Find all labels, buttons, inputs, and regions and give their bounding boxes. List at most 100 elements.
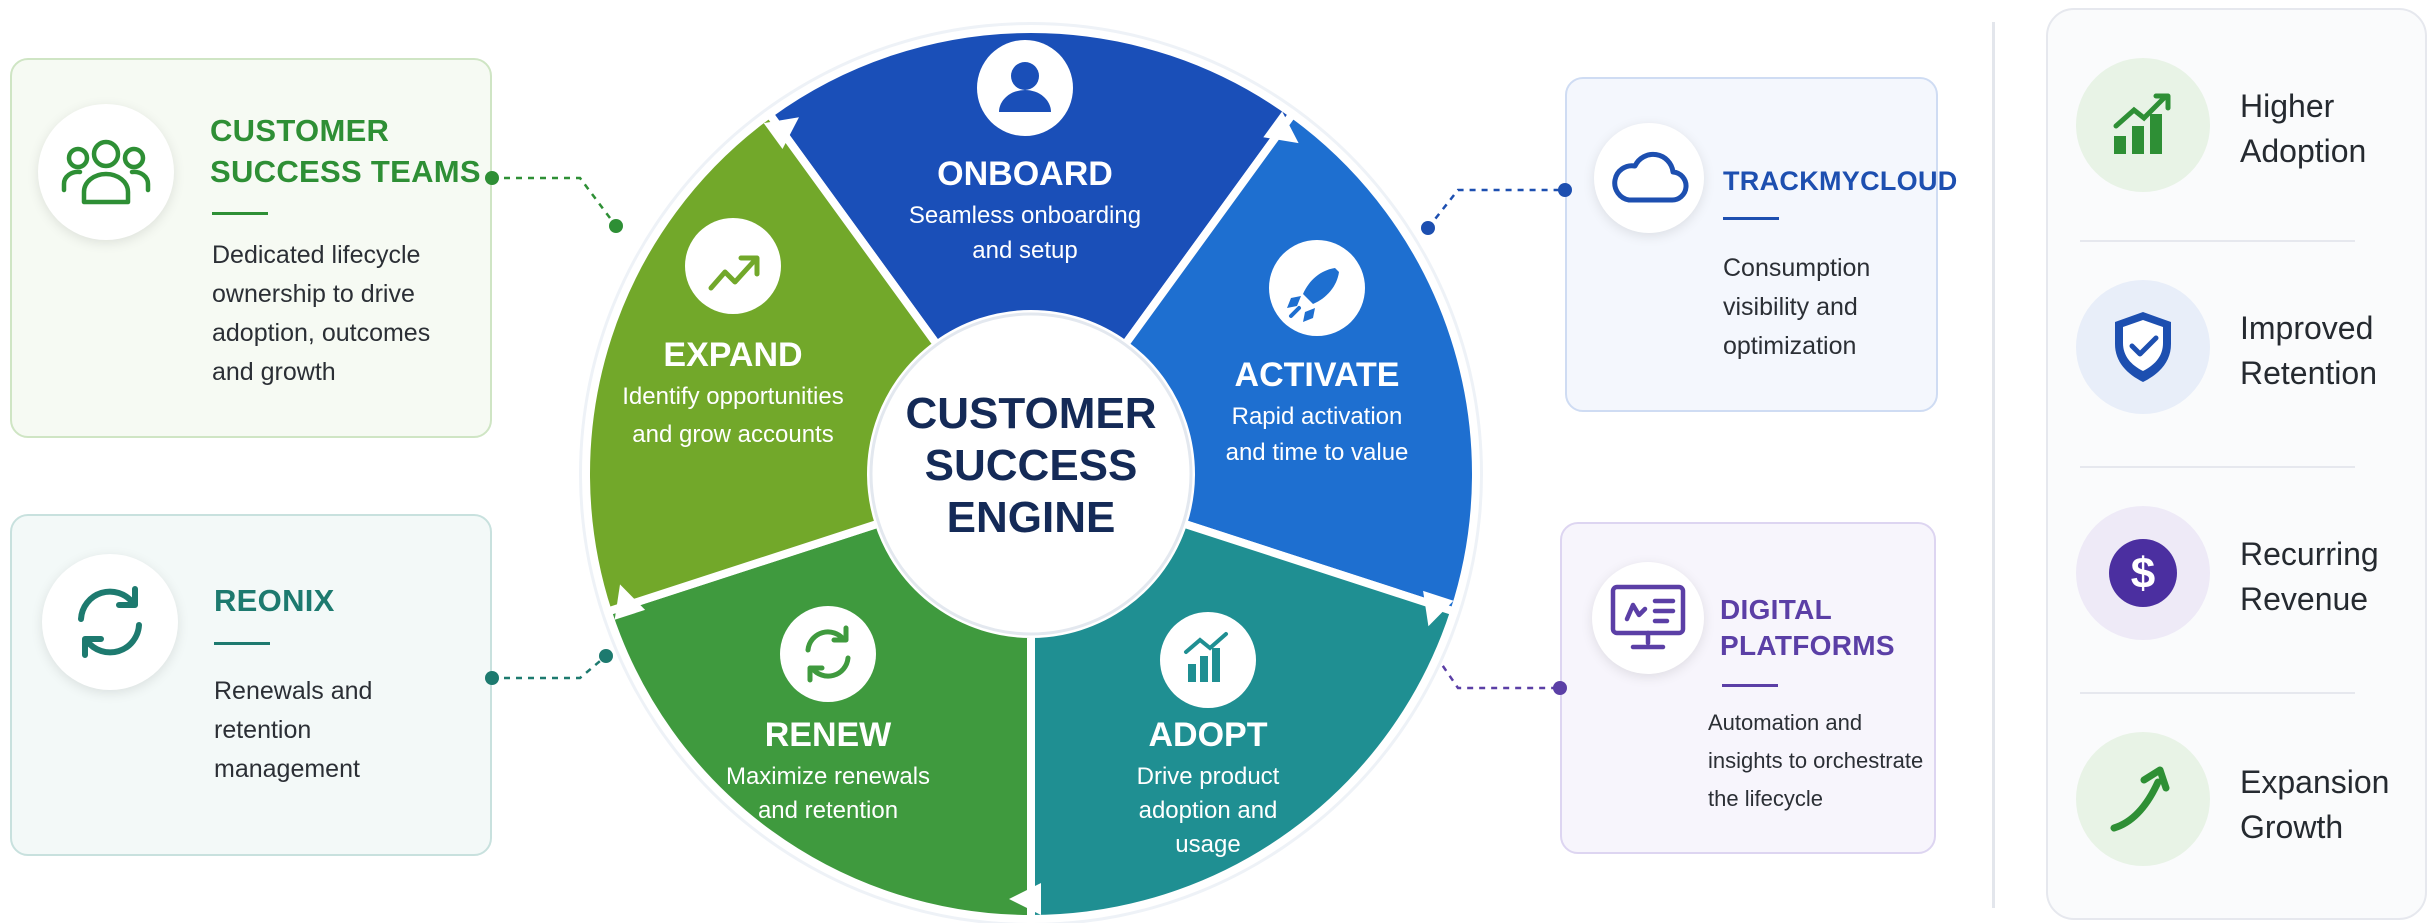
- connector-line: [1427, 188, 1565, 229]
- stage-title: ACTIVATE: [1235, 356, 1400, 394]
- card-desc-line: adoption, outcomes: [212, 319, 431, 347]
- stage-icon-bg: [685, 218, 781, 314]
- card-desc-line: Consumption: [1723, 254, 1871, 282]
- bar-growth-icon: [2076, 58, 2210, 192]
- benefit-label-line: Recurring: [2240, 536, 2379, 572]
- card-title-line: CUSTOMER: [210, 113, 390, 148]
- stage-desc: Identify opportunities: [622, 383, 843, 410]
- stage-desc: Rapid activation: [1232, 403, 1403, 430]
- card-description: Dedicated lifecycle ownership to drive a…: [212, 236, 430, 392]
- stage-desc: and grow accounts: [632, 421, 833, 448]
- card-divider: [212, 212, 268, 215]
- connector-line: [1434, 655, 1560, 690]
- flow-arrow: [1423, 590, 1454, 627]
- card-description: Renewals and retention management: [214, 672, 372, 789]
- benefit-expansion-growth: Expansion Growth: [2046, 704, 2427, 904]
- customer-success-teams-card: CUSTOMER SUCCESS TEAMS Dedicated lifecyc…: [10, 58, 492, 438]
- card-divider: [214, 642, 270, 645]
- hub-title-line: ENGINE: [947, 493, 1116, 542]
- stage-desc: Maximize renewals: [726, 763, 930, 790]
- trackmycloud-card: TRACKMYCLOUD Consumption visibility and …: [1565, 77, 1957, 412]
- hub-title-line: SUCCESS: [925, 441, 1138, 490]
- flow-arrow: [614, 584, 646, 620]
- refresh-icon: [805, 625, 851, 683]
- benefit-label: Improved Retention: [2240, 306, 2377, 396]
- dollar-icon: $: [2076, 506, 2210, 640]
- card-title: TRACKMYCLOUD: [1723, 166, 1958, 196]
- stage-onboard: ONBOARD Seamless onboarding and setup: [909, 40, 1141, 264]
- benefit-divider: [2080, 692, 2355, 694]
- benefit-label-line: Revenue: [2240, 581, 2369, 617]
- connector-dot: [1421, 221, 1435, 235]
- connector-line: [492, 176, 617, 227]
- connector-dot: [485, 671, 499, 685]
- benefit-label: Expansion Growth: [2240, 760, 2389, 850]
- benefit-label: Higher Adoption: [2240, 84, 2366, 174]
- team-icon: [38, 104, 174, 240]
- card-desc-line: and growth: [212, 358, 336, 386]
- stage-desc: and time to value: [1226, 439, 1409, 466]
- benefit-label-line: Retention: [2240, 355, 2377, 391]
- flow-arrow: [763, 117, 799, 149]
- card-desc-line: optimization: [1723, 332, 1857, 360]
- digital-platforms-card: DIGITAL PLATFORMS Automation and insight…: [1560, 522, 1936, 854]
- card-desc-line: Dedicated lifecycle: [212, 241, 421, 269]
- card-description: Automation and insights to orchestrate t…: [1708, 704, 1923, 818]
- user-icon: [999, 62, 1051, 112]
- stage-title: ADOPT: [1149, 716, 1268, 754]
- card-desc-line: ownership to drive: [212, 280, 415, 308]
- connector-dot: [609, 219, 623, 233]
- stage-desc: Drive product: [1137, 763, 1280, 790]
- card-divider: [1722, 684, 1778, 687]
- monitor-icon: [1592, 562, 1704, 674]
- stage-title: ONBOARD: [937, 155, 1113, 193]
- card-title-line: PLATFORMS: [1720, 630, 1895, 661]
- cloud-icon: [1594, 123, 1704, 233]
- vertical-divider: [1992, 22, 1995, 908]
- card-description: Consumption visibility and optimization: [1723, 249, 1870, 366]
- stage-activate: ACTIVATE Rapid activation and time to va…: [1226, 240, 1409, 466]
- trend-up-icon: [708, 255, 760, 291]
- card-title: REONIX: [214, 583, 335, 618]
- benefit-divider: [2080, 240, 2355, 242]
- card-desc-line: retention: [214, 716, 312, 744]
- benefit-higher-adoption: Higher Adoption: [2046, 34, 2427, 234]
- card-desc-line: Automation and: [1708, 710, 1863, 735]
- card-title-line: SUCCESS TEAMS: [210, 154, 481, 189]
- card-desc-line: visibility and: [1723, 293, 1858, 321]
- stage-desc: usage: [1175, 831, 1240, 858]
- bar-chart-icon: [1184, 632, 1228, 682]
- card-desc-line: the lifecycle: [1708, 786, 1823, 811]
- benefit-recurring-revenue: $ Recurring Revenue: [2046, 482, 2427, 682]
- card-desc-line: insights to orchestrate: [1708, 748, 1924, 773]
- stage-expand: EXPAND Identify opportunities and grow a…: [622, 218, 844, 448]
- stage-title: RENEW: [765, 716, 892, 754]
- flow-arrow: [1263, 111, 1299, 144]
- connector-line: [492, 655, 607, 680]
- svg-text:$: $: [2131, 549, 2155, 598]
- reonix-card: REONIX Renewals and retention management: [10, 514, 492, 856]
- stage-renew: RENEW Maximize renewals and retention: [726, 606, 930, 824]
- stage-title: EXPAND: [663, 336, 802, 374]
- benefit-label-line: Higher: [2240, 88, 2335, 124]
- benefit-improved-retention: Improved Retention: [2046, 256, 2427, 456]
- benefit-label-line: Improved: [2240, 310, 2374, 346]
- connector-dot: [599, 649, 613, 663]
- hub-circle: [869, 312, 1193, 636]
- hub-title-line: CUSTOMER: [906, 389, 1157, 438]
- connector-dot: [1553, 681, 1567, 695]
- rocket-icon: [1287, 268, 1339, 322]
- benefit-label: Recurring Revenue: [2240, 532, 2379, 622]
- stage-desc: Seamless onboarding: [909, 202, 1141, 229]
- flow-arrow: [1009, 883, 1041, 915]
- stage-icon-bg: [780, 606, 876, 702]
- card-title: CUSTOMER SUCCESS TEAMS: [210, 110, 481, 192]
- stage-desc: adoption and: [1139, 797, 1278, 824]
- benefit-label-line: Adoption: [2240, 133, 2367, 169]
- connector-dot: [1558, 183, 1572, 197]
- connector-dot: [485, 171, 499, 185]
- card-title: DIGITAL PLATFORMS: [1720, 592, 1895, 664]
- benefit-label-line: Expansion: [2240, 764, 2390, 800]
- stage-adopt: ADOPT Drive product adoption and usage: [1137, 612, 1280, 858]
